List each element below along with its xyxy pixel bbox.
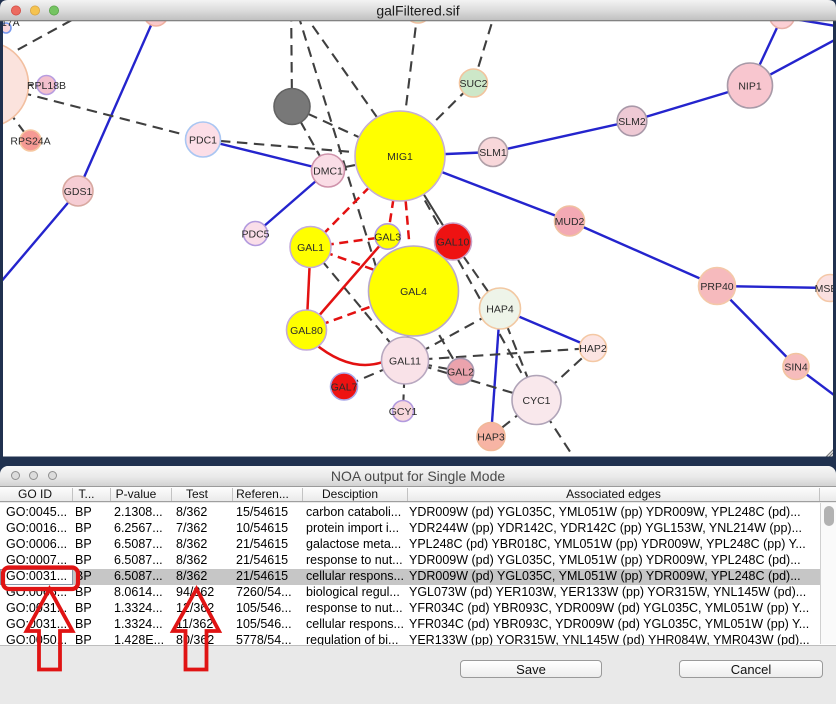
svg-text:galFiltered.sif: galFiltered.sif	[376, 3, 459, 19]
svg-text:GAL4: GAL4	[400, 286, 427, 298]
svg-text:HAP2: HAP2	[579, 343, 607, 355]
svg-text:MUD2: MUD2	[555, 216, 585, 228]
svg-text:GAL1: GAL1	[297, 242, 324, 254]
svg-text:SUC2: SUC2	[459, 78, 487, 90]
svg-text:HAP4: HAP4	[486, 304, 514, 316]
svg-text:MIG1: MIG1	[387, 151, 413, 163]
svg-text:GAL3: GAL3	[374, 232, 401, 244]
svg-text:RPS24A: RPS24A	[10, 136, 50, 148]
svg-text:SLM2: SLM2	[618, 116, 646, 128]
svg-text:CYC1: CYC1	[522, 395, 550, 407]
svg-text:GAL7: GAL7	[331, 382, 358, 394]
svg-text:PRP40: PRP40	[700, 281, 733, 293]
svg-text:GAL2: GAL2	[447, 367, 474, 379]
svg-text:HAP3: HAP3	[477, 432, 505, 444]
svg-text:GAL10: GAL10	[437, 237, 470, 249]
svg-text:PDC1: PDC1	[189, 135, 217, 147]
svg-text:GDS1: GDS1	[64, 186, 93, 198]
svg-text:PDC5: PDC5	[241, 229, 269, 241]
svg-text:DMC1: DMC1	[313, 166, 343, 178]
svg-text:SLM1: SLM1	[479, 147, 507, 159]
svg-text:GAL80: GAL80	[290, 325, 323, 337]
svg-text:GAL11: GAL11	[389, 356, 421, 368]
svg-text:GCY1: GCY1	[389, 406, 418, 418]
svg-text:NIP1: NIP1	[738, 81, 762, 93]
svg-text:SIN4: SIN4	[784, 362, 808, 374]
svg-text:MSB: MSB	[815, 283, 836, 295]
svg-text:17A: 17A	[1, 17, 20, 29]
svg-text:RPL18B: RPL18B	[27, 80, 66, 92]
